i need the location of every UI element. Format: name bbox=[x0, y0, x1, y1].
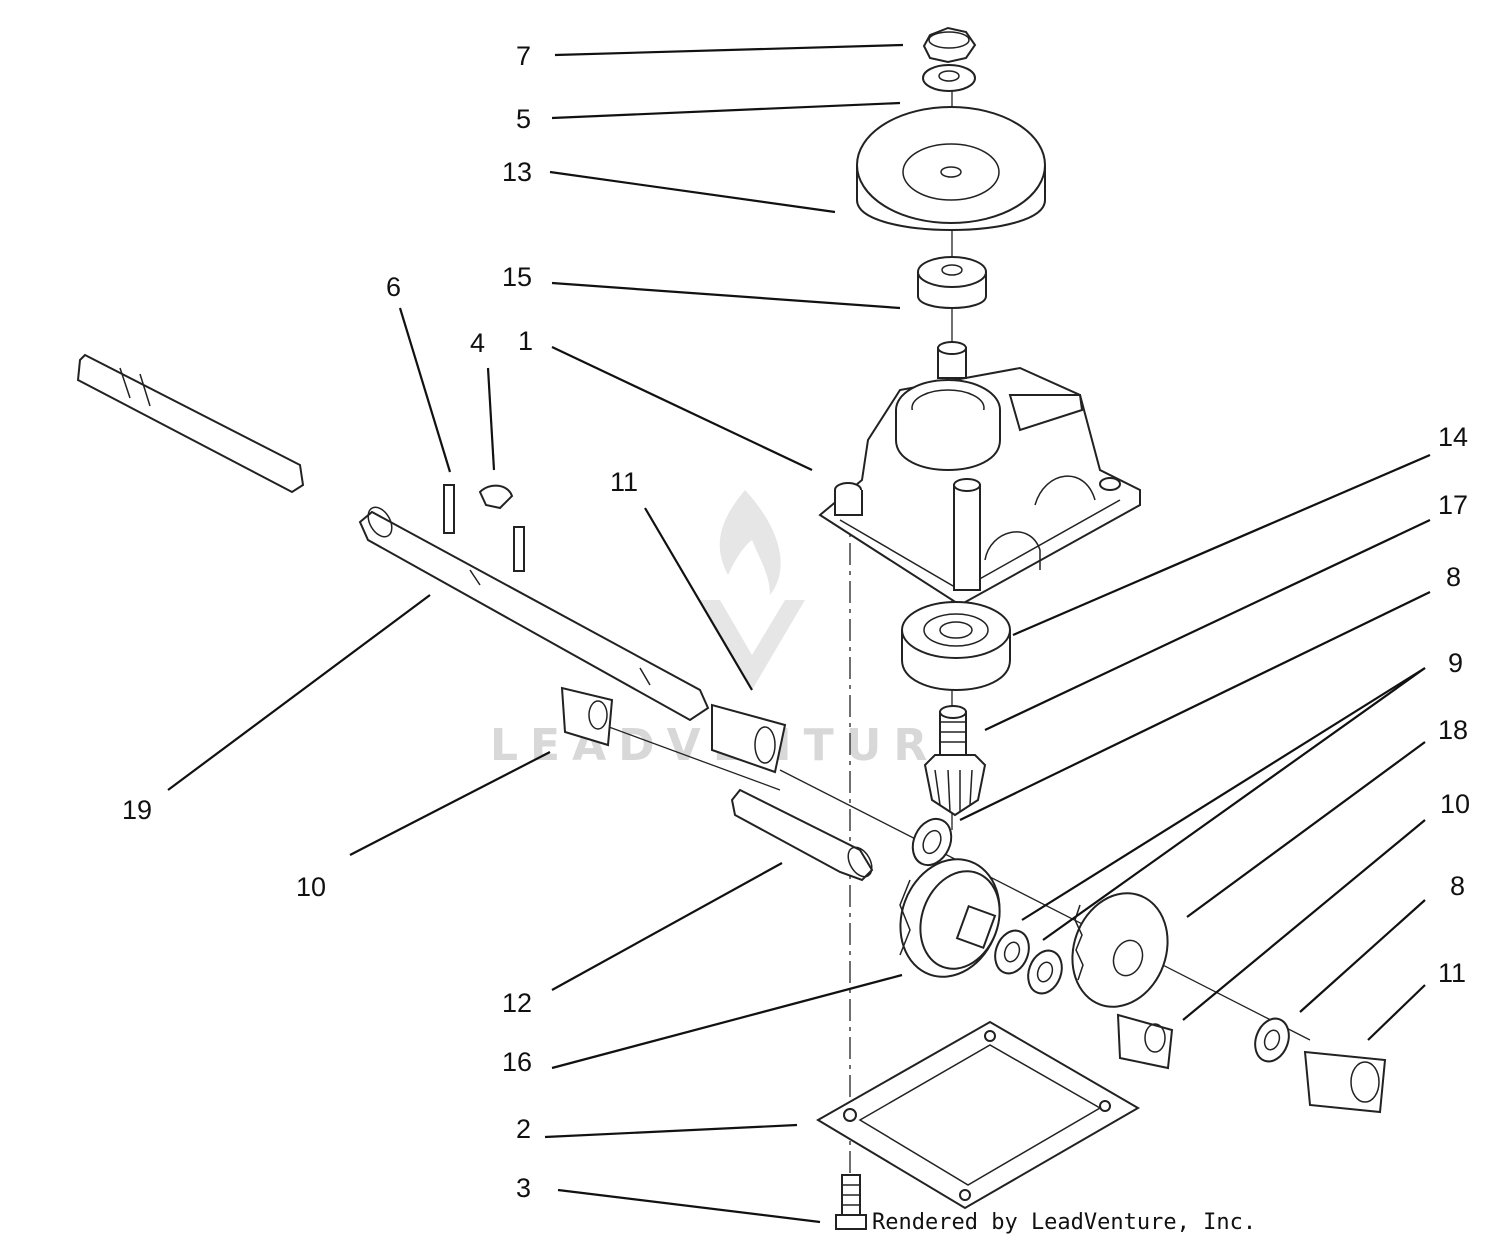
leader-15 bbox=[551, 281, 901, 310]
callout-8-upper: 8 bbox=[1446, 562, 1461, 592]
leader-17 bbox=[984, 519, 1431, 731]
leader-1 bbox=[551, 346, 813, 471]
leader-12 bbox=[551, 862, 783, 991]
part-11-bushing-left bbox=[711, 703, 787, 774]
part-18-spur-gear bbox=[1071, 892, 1169, 1008]
part-14-bearing bbox=[901, 601, 1011, 691]
part-16-bevel-gear bbox=[899, 858, 1001, 978]
part-8-washer-lower bbox=[1254, 1017, 1290, 1063]
leader-11b bbox=[1367, 984, 1426, 1041]
leader-lines bbox=[167, 43, 1431, 1224]
part-15-spacer bbox=[917, 256, 987, 309]
leader-18 bbox=[1186, 741, 1426, 918]
part-13-pulley bbox=[856, 106, 1046, 231]
part-4-clip bbox=[478, 484, 514, 510]
render-credit: Rendered by LeadVenture, Inc. bbox=[872, 1210, 1256, 1235]
callout-1: 1 bbox=[518, 326, 533, 356]
leader-8a bbox=[959, 591, 1431, 821]
part-9-washers bbox=[994, 929, 1063, 995]
callout-16: 16 bbox=[502, 1047, 532, 1077]
part-1-housing bbox=[818, 341, 1141, 607]
leader-16 bbox=[551, 973, 903, 1070]
callout-numbers: 7 5 13 15 6 4 1 11 14 17 8 9 18 10 8 11 … bbox=[122, 41, 1470, 1203]
part-17-pinion bbox=[923, 705, 987, 817]
callout-11-right: 11 bbox=[1438, 958, 1466, 988]
callout-17: 17 bbox=[1438, 490, 1468, 520]
leader-7 bbox=[554, 43, 904, 57]
leader-8b bbox=[1299, 899, 1426, 1013]
part-8-washer-upper bbox=[911, 817, 953, 867]
part-7-nut bbox=[922, 26, 977, 64]
part-19-axle bbox=[358, 506, 710, 722]
leader-14 bbox=[1012, 453, 1431, 637]
callout-6: 6 bbox=[386, 272, 401, 302]
upper-left-shaft bbox=[76, 353, 305, 494]
leader-9a bbox=[1021, 667, 1426, 921]
leader-10b bbox=[349, 751, 551, 856]
callout-10-left: 10 bbox=[296, 872, 326, 902]
callout-4: 4 bbox=[470, 328, 485, 358]
callout-14: 14 bbox=[1438, 422, 1468, 452]
leader-2 bbox=[544, 1123, 798, 1139]
part-11-bushing-right bbox=[1303, 1050, 1387, 1114]
callout-13: 13 bbox=[502, 157, 532, 187]
callout-12: 12 bbox=[502, 988, 532, 1018]
callout-15: 15 bbox=[502, 262, 532, 292]
part-3-bolt bbox=[835, 1174, 867, 1230]
watermark-flame-icon bbox=[719, 490, 781, 595]
leader-9b bbox=[1042, 667, 1426, 941]
callout-19: 19 bbox=[122, 795, 152, 825]
callout-11-upper-left: 11 bbox=[610, 467, 638, 497]
part-5-washer bbox=[922, 64, 976, 92]
leader-4 bbox=[486, 367, 496, 471]
leader-11a bbox=[644, 507, 753, 691]
part-10-bushing-left bbox=[560, 686, 614, 747]
leader-13 bbox=[549, 170, 836, 214]
leader-3 bbox=[557, 1188, 821, 1224]
part-6-pins bbox=[443, 484, 525, 572]
part-10-bushing-right bbox=[1116, 1013, 1174, 1070]
callout-5: 5 bbox=[516, 104, 531, 134]
leader-5 bbox=[551, 101, 901, 120]
leader-6 bbox=[398, 307, 452, 473]
watermark-chevron-icon bbox=[700, 600, 805, 690]
shaft-axis-line-2 bbox=[589, 719, 781, 791]
callout-8-lower: 8 bbox=[1450, 871, 1465, 901]
part-2-cover bbox=[816, 1020, 1140, 1210]
leader-10a bbox=[1182, 819, 1426, 1021]
part-12-shaft bbox=[730, 788, 874, 882]
callout-18: 18 bbox=[1438, 715, 1468, 745]
callout-3: 3 bbox=[516, 1173, 531, 1203]
leader-19 bbox=[167, 594, 431, 791]
callout-9: 9 bbox=[1448, 648, 1463, 678]
callout-10-right: 10 bbox=[1440, 789, 1470, 819]
callout-2: 2 bbox=[516, 1114, 531, 1144]
callout-7: 7 bbox=[516, 41, 531, 71]
